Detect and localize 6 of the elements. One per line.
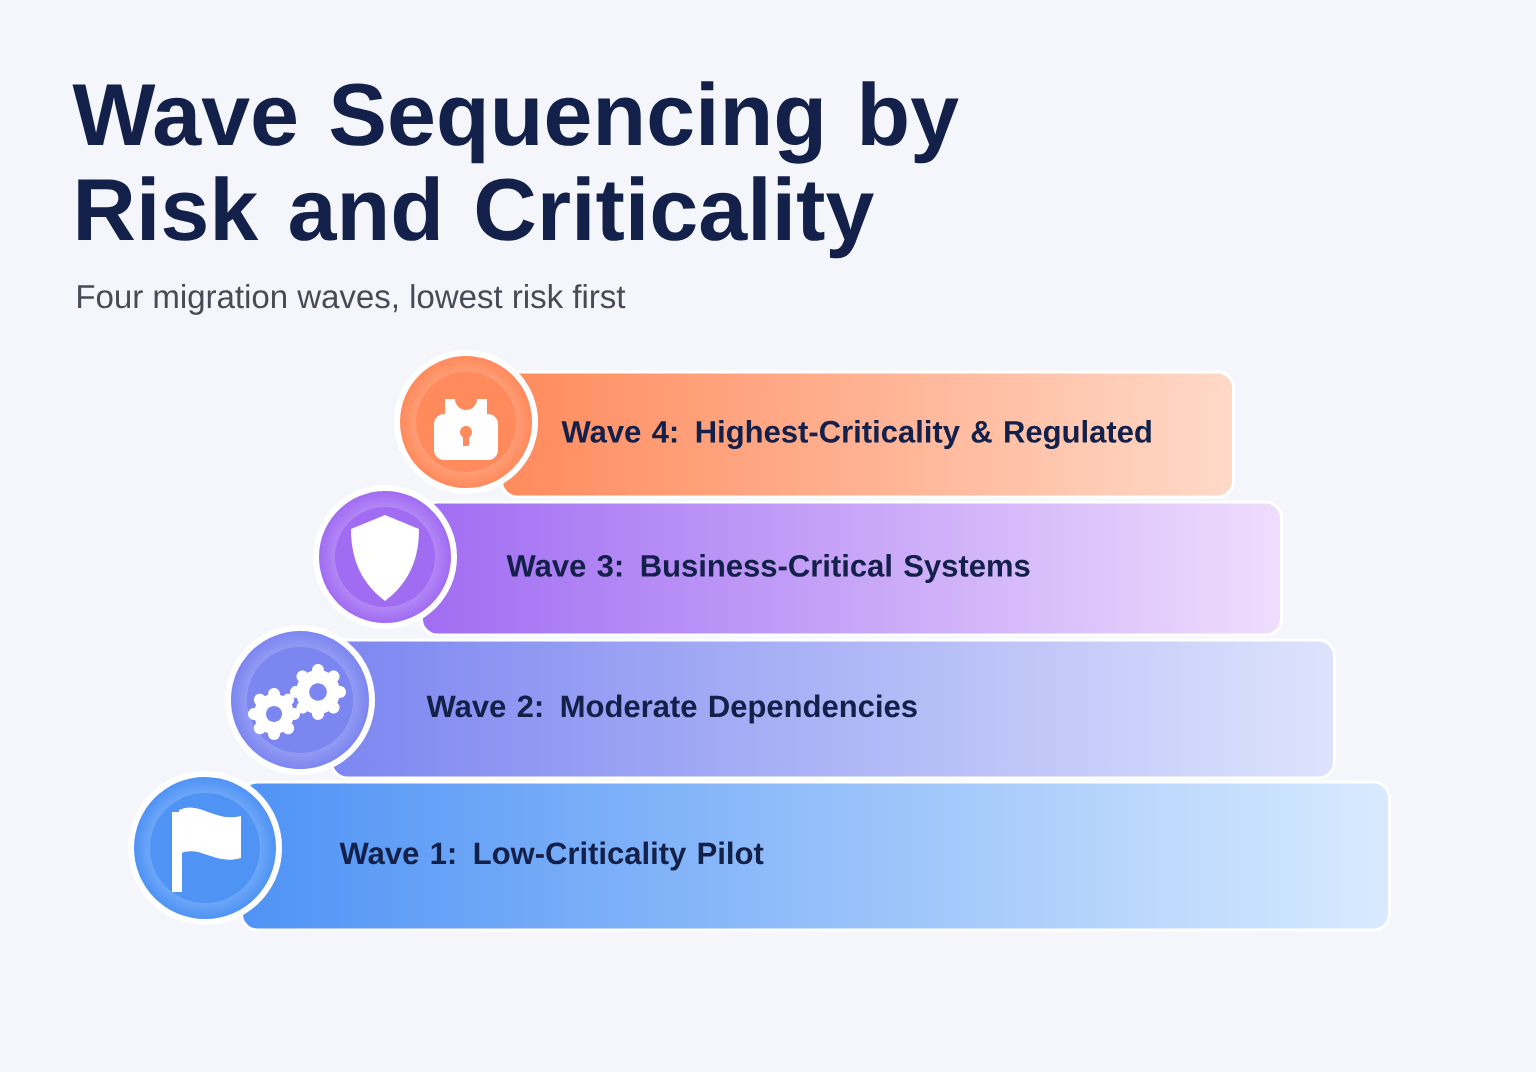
wave-bar: Wave 1: Low-Criticality Pilot: [240, 780, 1391, 932]
wave-bar: Wave 3: Business-Critical Systems: [420, 500, 1283, 637]
wave-bar: Wave 2: Moderate Dependencies: [330, 638, 1336, 780]
title: Wave Sequencing by Risk and Criticality: [72, 81, 959, 259]
subtitle: Four migration waves, lowest risk first: [78, 284, 626, 315]
wave-bar: Wave 4: Highest-Criticality & Regulated: [500, 370, 1235, 499]
